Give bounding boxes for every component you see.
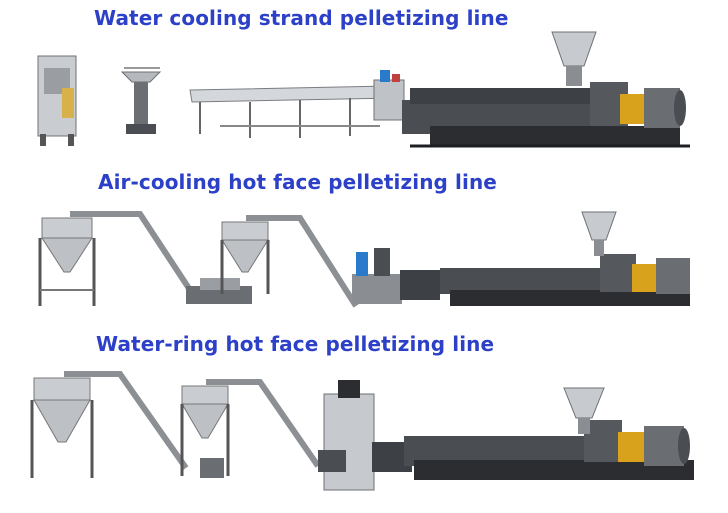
extruder bbox=[402, 31, 690, 148]
water-bath bbox=[189, 85, 393, 138]
water-ring-pelletizing-line-illustration bbox=[0, 350, 728, 513]
hot-face-pelletizer bbox=[352, 248, 440, 304]
air-cooling-pelletizing-line-illustration bbox=[0, 190, 728, 330]
control-cabinet bbox=[373, 70, 405, 121]
vibrating-screen bbox=[120, 67, 162, 134]
strand-pelletizing-line-illustration bbox=[0, 26, 728, 176]
section-title-water-ring: Water-ring hot face pelletizing line bbox=[96, 332, 495, 356]
cyclone-silo-2 bbox=[220, 221, 270, 294]
extruder bbox=[440, 211, 690, 306]
cyclone-silo-1 bbox=[30, 377, 94, 478]
blower-unit bbox=[186, 278, 252, 304]
section-title-air-cooling: Air-cooling hot face pelletizing line bbox=[98, 170, 497, 194]
water-ring-pelletizer bbox=[318, 380, 412, 491]
section-title-strand: Water cooling strand pelletizing line bbox=[94, 6, 509, 30]
pelletizer-cabinet bbox=[37, 55, 77, 146]
cyclone-silo-1 bbox=[38, 217, 96, 306]
cyclone-silo-2 bbox=[180, 385, 230, 478]
extruder bbox=[404, 387, 694, 480]
